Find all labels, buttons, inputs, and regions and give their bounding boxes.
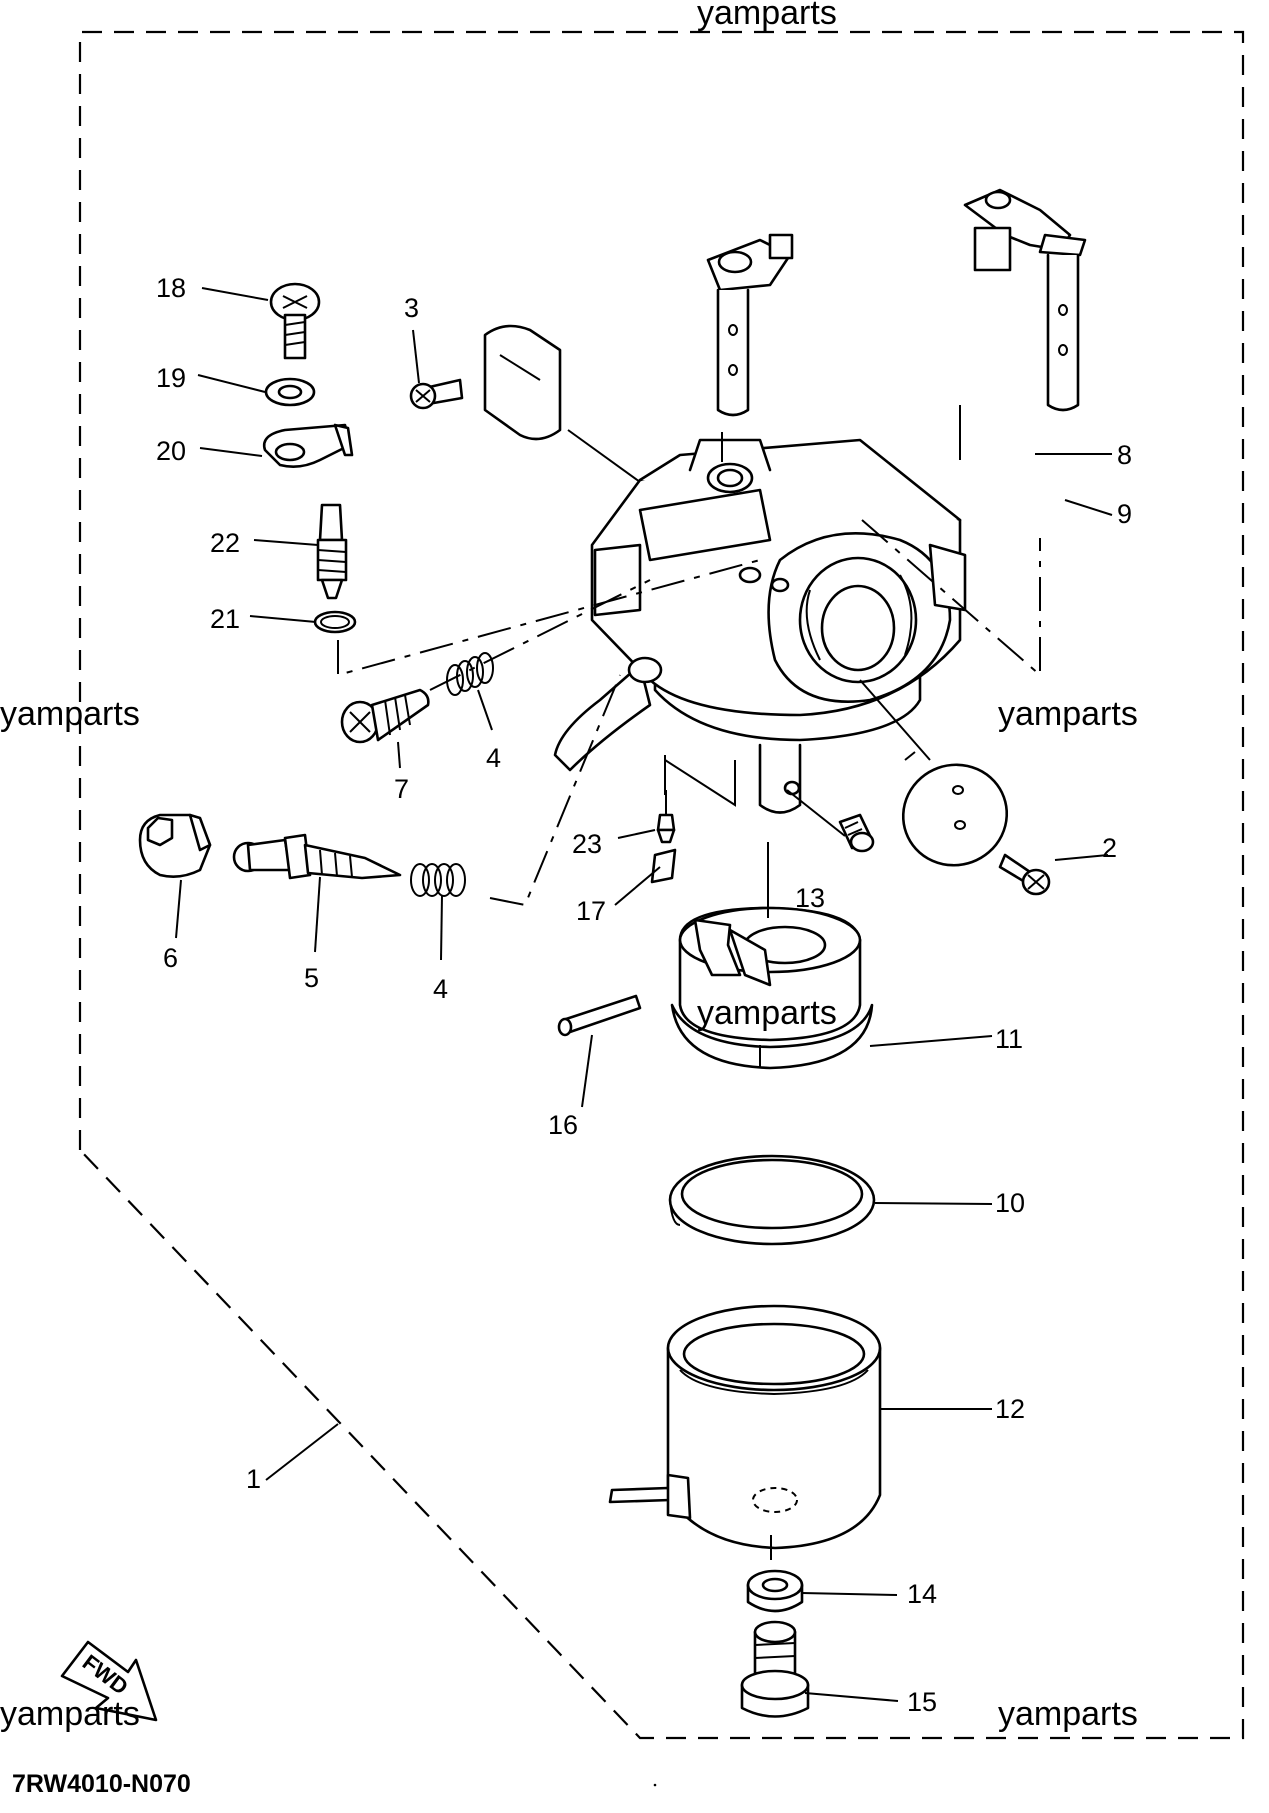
o-ring-21 xyxy=(313,610,357,634)
callout-20: 20 xyxy=(156,436,186,466)
watermarks: yamparts yamparts yamparts yamparts yamp… xyxy=(0,0,1138,1733)
callout-17: 17 xyxy=(576,896,606,926)
callout-5: 5 xyxy=(304,963,319,993)
choke-shaft xyxy=(963,188,1087,412)
callout-9: 9 xyxy=(1117,499,1132,529)
callout-8: 8 xyxy=(1117,440,1132,470)
leader-lines xyxy=(175,287,1113,1702)
cap-6 xyxy=(138,813,212,878)
screw-18 xyxy=(269,282,321,360)
watermark-right: yamparts xyxy=(998,695,1138,733)
watermark-center: yamparts xyxy=(697,994,837,1032)
gasket-10 xyxy=(668,1154,876,1246)
callout-18: 18 xyxy=(156,273,186,303)
clip-17 xyxy=(650,848,677,884)
diagram-part-code: 7RW4010-N070 xyxy=(12,1770,191,1798)
washer-14 xyxy=(746,1569,804,1613)
screw-3 xyxy=(409,378,464,410)
callout-21: 21 xyxy=(210,604,240,634)
needle-valve-23 xyxy=(656,790,676,844)
choke-valve-plate xyxy=(901,763,1009,867)
callout-13: 13 xyxy=(795,883,825,913)
assembly-lines xyxy=(337,405,1041,1560)
carburetor-body xyxy=(553,438,967,1787)
callout-12: 12 xyxy=(995,1394,1025,1424)
callout-19: 19 xyxy=(156,363,186,393)
callout-4-lower: 4 xyxy=(433,974,448,1004)
float-valve-5 xyxy=(232,833,402,880)
spring-4-lower xyxy=(410,863,466,897)
callout-7: 7 xyxy=(394,774,409,804)
callout-22: 22 xyxy=(210,528,240,558)
callout-labels: 1 2 3 4 4 5 6 7 8 9 10 11 12 13 14 15 16… xyxy=(156,273,1132,1717)
callout-14: 14 xyxy=(907,1579,937,1609)
pilot-jet-22 xyxy=(316,503,348,600)
callout-10: 10 xyxy=(995,1188,1025,1218)
watermark-bottom-left: yamparts xyxy=(0,1695,140,1733)
spring-4-upper xyxy=(446,652,494,696)
callout-16: 16 xyxy=(548,1110,578,1140)
plate-20 xyxy=(262,423,354,468)
float-bowl-12 xyxy=(608,1304,882,1550)
washer-19 xyxy=(264,377,316,407)
watermark-top: yamparts xyxy=(697,0,837,32)
watermark-left: yamparts xyxy=(0,695,140,733)
throttle-valve-plate xyxy=(483,324,562,441)
screw-2 xyxy=(998,853,1051,896)
throttle-shaft xyxy=(706,233,794,417)
callout-1: 1 xyxy=(246,1464,261,1494)
drain-screw-13 xyxy=(838,813,875,853)
callout-23: 23 xyxy=(572,829,602,859)
assembly-boundary xyxy=(78,30,1245,1740)
float-11 xyxy=(670,906,874,1070)
callout-2: 2 xyxy=(1102,833,1117,863)
pilot-screw-7 xyxy=(340,688,430,744)
drain-bolt-15 xyxy=(740,1620,810,1718)
callout-6: 6 xyxy=(163,943,178,973)
callout-11: 11 xyxy=(995,1024,1023,1054)
watermark-bottom-right: yamparts xyxy=(998,1695,1138,1733)
callout-4-upper: 4 xyxy=(486,743,501,773)
callout-15: 15 xyxy=(907,1687,937,1717)
float-pin-16 xyxy=(557,994,642,1037)
callout-3: 3 xyxy=(404,293,419,323)
